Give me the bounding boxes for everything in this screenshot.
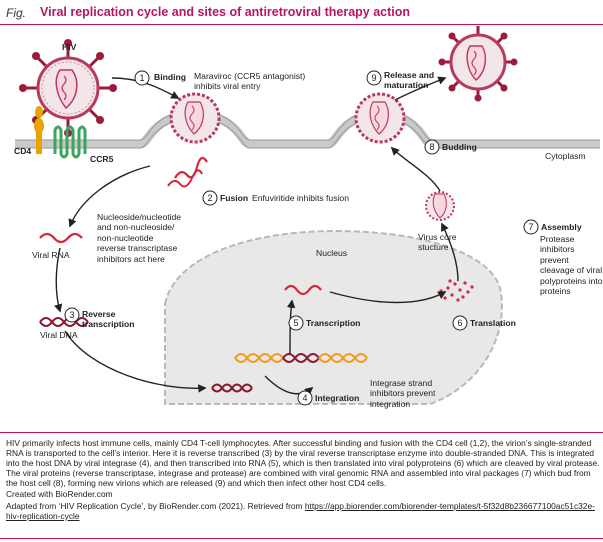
step-2-label: Fusion xyxy=(220,193,249,203)
step-5-label: Transcription xyxy=(306,318,361,328)
budding-virion-icon xyxy=(354,92,406,144)
step-3-label: Reverse transcription xyxy=(82,309,135,330)
biorender-credit: Created with BioRender.com xyxy=(6,489,113,500)
step-1-label: Binding xyxy=(154,72,186,82)
viral-rna-strand xyxy=(39,232,83,244)
arrow-integration xyxy=(264,375,314,396)
viral-dna-icon xyxy=(39,317,89,327)
step-8-badge: 8 xyxy=(424,139,440,155)
arrow-release xyxy=(394,76,447,101)
step-4-badge: 4 xyxy=(297,390,313,406)
step-1-badge: 1 xyxy=(134,70,150,86)
virus-core-icon xyxy=(425,191,455,221)
replication-diagram: 1 2 3 4 5 6 7 8 9 xyxy=(15,26,600,406)
step-8-label: Budding xyxy=(442,142,477,152)
step-4-num: 4 xyxy=(302,393,307,403)
step-5-badge: 5 xyxy=(288,315,304,331)
ccr5-coreceptor-icon xyxy=(53,125,87,159)
step-2-num: 2 xyxy=(207,193,212,203)
step-7-num: 7 xyxy=(528,222,533,232)
source-link[interactable]: https://app.biorender.com/biorender-temp… xyxy=(6,500,595,521)
step-4-note: Integrase strand inhibitors prevent inte… xyxy=(370,378,436,409)
cd4-receptor-icon xyxy=(34,106,44,154)
arrow-assembly xyxy=(441,222,459,282)
header-rule xyxy=(0,24,603,25)
figure-label: Fig. xyxy=(6,6,27,20)
virus-core-label: Virus core stucture xyxy=(418,232,457,253)
step-9-label: Release and maturation xyxy=(384,70,435,91)
step-4-label: Integration xyxy=(315,393,360,403)
arrow-translation xyxy=(329,291,447,304)
fusion-rna-strand xyxy=(174,156,208,179)
figure-caption: HIV primarily infects host immune cells,… xyxy=(6,438,600,522)
hiv-virion-icon xyxy=(19,39,117,137)
step-8-num: 8 xyxy=(429,142,434,152)
step-6-label: Translation xyxy=(470,318,516,328)
step-3-badge: 3 xyxy=(64,307,80,323)
source-prefix: Adapted from ‘HIV Replication Cycle’, by… xyxy=(6,500,305,511)
step-7-badge: 7 xyxy=(523,219,539,235)
binding-virion-icon xyxy=(169,92,221,144)
step-7-label: Assembly xyxy=(541,222,582,232)
step-2-note: Enfuviritide inhibits fusion xyxy=(252,193,349,203)
hiv-label: HIV xyxy=(62,42,77,52)
step-5-num: 5 xyxy=(293,318,298,328)
arrow-fusion xyxy=(68,165,151,228)
arrow-rt xyxy=(54,247,63,313)
cd4-label: CD4 xyxy=(14,146,32,156)
caption-bottom-rule xyxy=(0,538,603,539)
caption-top-rule xyxy=(0,432,603,433)
step-1-num: 1 xyxy=(139,73,144,83)
arrow-budding xyxy=(390,146,441,192)
step-3-note: Nucleoside/nucleotide and non-nucleoside… xyxy=(97,212,182,264)
cell-membrane xyxy=(15,109,600,149)
nucleus-label: Nucleus xyxy=(316,248,348,258)
transcribed-rna-strand xyxy=(284,284,322,296)
step-2-badge: 2 xyxy=(202,190,218,206)
step-7-note: Protease inhibitors prevent cleavage of … xyxy=(540,234,603,297)
viral-rna-label: Viral RNA xyxy=(32,250,70,260)
step-9-num: 9 xyxy=(371,73,376,83)
step-3-num: 3 xyxy=(69,310,74,320)
arrow-binding xyxy=(111,77,180,99)
figure-title: Viral replication cycle and sites of ant… xyxy=(40,5,411,19)
step-9-badge: 9 xyxy=(366,70,382,86)
caption-body: HIV primarily infects host immune cells,… xyxy=(6,438,600,489)
step-6-num: 6 xyxy=(457,318,462,328)
figure-header: Fig. Viral replication cycle and sites o… xyxy=(0,0,603,26)
viral-dna-label: Viral DNA xyxy=(40,330,78,340)
host-dna-icon xyxy=(234,353,368,363)
ccr5-label: CCR5 xyxy=(90,154,114,164)
step-6-badge: 6 xyxy=(452,315,468,331)
arrow-to-nucleus xyxy=(64,330,207,393)
caption-source: Adapted from ‘HIV Replication Cycle’, by… xyxy=(6,501,600,521)
mature-virion-icon xyxy=(438,26,518,102)
step-1-note: Maraviroc (CCR5 antagonist) inhibits vir… xyxy=(194,71,306,92)
cytoplasm-label: Cytoplasm xyxy=(545,151,586,161)
